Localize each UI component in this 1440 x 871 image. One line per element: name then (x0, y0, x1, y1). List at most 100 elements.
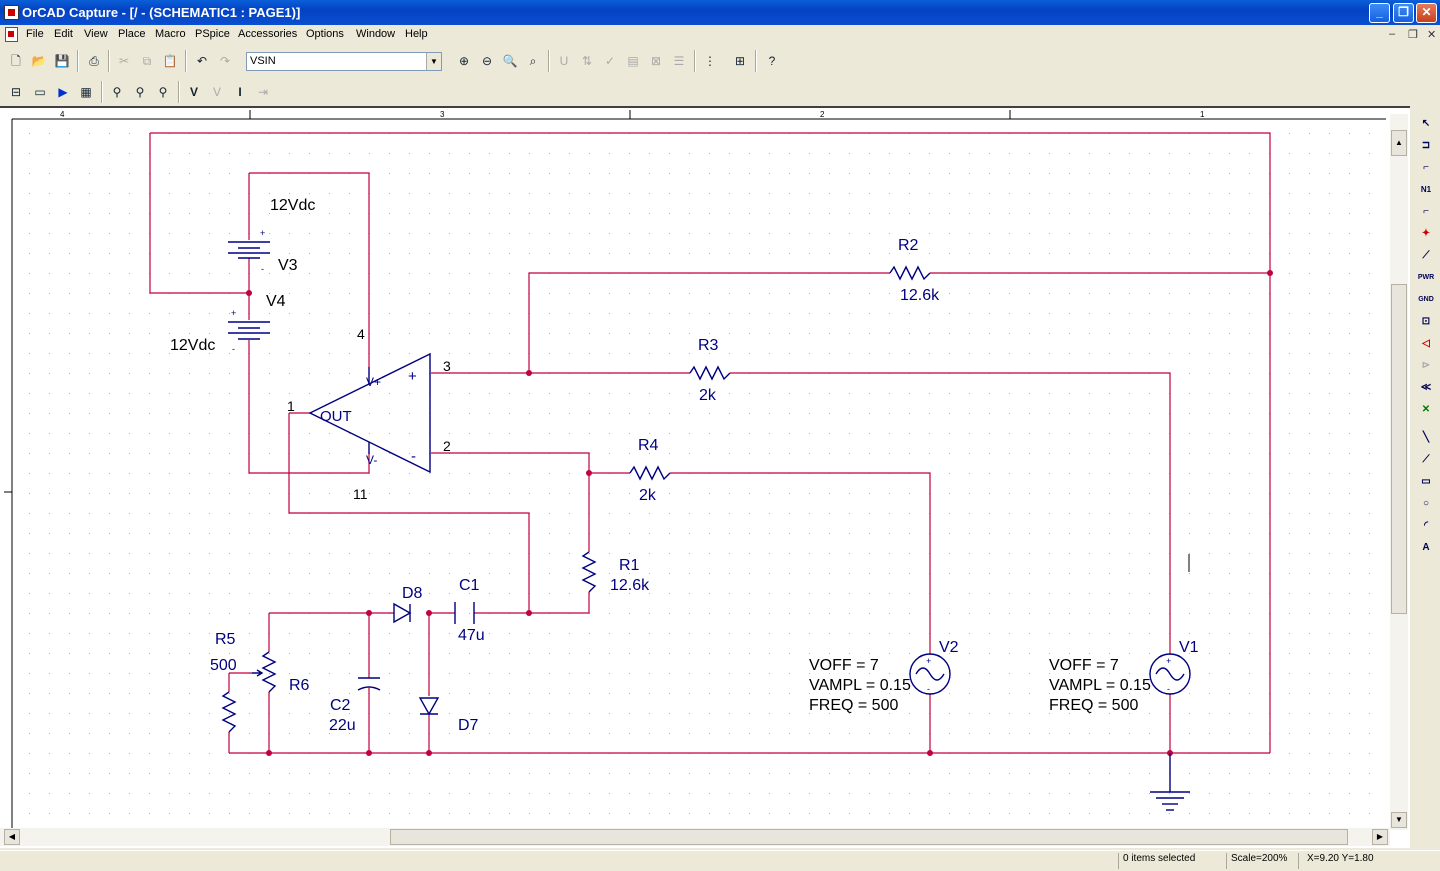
zoom-area-icon[interactable]: 🔍 (502, 54, 518, 68)
place-rectangle-icon[interactable]: ▭ (1421, 476, 1431, 487)
zoom-in-icon[interactable]: ⊕ (458, 54, 470, 68)
horizontal-scrollbar[interactable]: ◀ ▶ (0, 828, 1390, 846)
select-icon[interactable]: ↖ (1421, 118, 1431, 129)
part-combo[interactable]: VSIN ▼ (246, 52, 442, 71)
menu-window[interactable]: Window (356, 28, 396, 40)
separator (755, 50, 757, 72)
menu-pspice[interactable]: PSpice (195, 28, 230, 40)
menu-file[interactable]: File (26, 28, 44, 40)
place-wire-icon[interactable]: ⌐ (1423, 162, 1429, 173)
r4-ref: R4 (638, 437, 659, 454)
opamp-pin-out: 1 (287, 398, 295, 414)
cross-reference-icon[interactable]: ⊠ (650, 54, 662, 68)
schematic-canvas[interactable]: 4 3 2 1 (0, 106, 1410, 848)
v2-vampl: VAMPL = 0.15 (809, 677, 911, 694)
place-ellipse-icon[interactable]: ○ (1422, 498, 1430, 509)
parts[interactable] (221, 241, 1191, 811)
place-power-icon[interactable]: PWR (1417, 274, 1435, 281)
place-polyline-icon[interactable]: ⟋ (1422, 454, 1430, 465)
edit-simulation-settings-icon[interactable]: ▭ (34, 85, 46, 99)
zoom-out-icon[interactable]: ⊖ (481, 54, 493, 68)
bias-voltage-selected-icon[interactable]: V (212, 85, 221, 99)
open-icon[interactable]: 📂 (31, 54, 47, 68)
ruler-label: 4 (60, 110, 65, 119)
menu-bar: File Edit View Place Macro PSpice Access… (0, 25, 1440, 45)
mdi-close-icon[interactable]: ✕ (1427, 29, 1437, 41)
scroll-right-icon[interactable]: ▶ (1372, 829, 1388, 845)
print-icon[interactable]: ⎙ (89, 54, 99, 68)
cut-icon[interactable]: ✂ (118, 54, 130, 68)
horizontal-scroll-thumb[interactable] (390, 829, 1348, 845)
voltage-marker-icon[interactable]: ⚲ (112, 85, 122, 99)
mdi-minimize-icon[interactable]: – (1389, 28, 1396, 40)
netlist-icon[interactable]: ▤ (627, 54, 639, 68)
copy-icon[interactable]: ⧉ (142, 54, 152, 68)
help-icon[interactable]: ? (768, 54, 776, 68)
place-pin-icon[interactable]: ⊳ (1421, 360, 1431, 371)
menu-edit[interactable]: Edit (54, 28, 73, 40)
menu-macro[interactable]: Macro (155, 28, 186, 40)
place-no-connect-icon[interactable]: ✕ (1421, 404, 1431, 415)
place-port-icon[interactable]: ◁ (1422, 338, 1430, 349)
r4-value: 2k (639, 487, 657, 504)
draw-palette: ↖ ⊐ ⌐ N1 ⌐ ✦ ⟋ PWR GND ⊡ ◁ ⊳ ≪ ✕ ╲ ⟋ ▭ ○… (1412, 110, 1440, 565)
wires[interactable] (149, 132, 1271, 754)
place-text-icon[interactable]: A (1422, 542, 1430, 553)
minimize-button[interactable]: _ (1369, 3, 1390, 23)
bias-power-icon[interactable]: ⇥ (257, 85, 269, 99)
vertical-scrollbar[interactable]: ▲ ▼ (1390, 114, 1408, 830)
undo-icon[interactable]: ↶ (196, 54, 208, 68)
run-icon[interactable]: ▶ (58, 85, 68, 99)
zoom-all-icon[interactable]: ⌕ (529, 54, 537, 68)
place-arc-icon[interactable]: ◜ (1424, 520, 1428, 531)
place-hierarchical-block-icon[interactable]: ⊡ (1421, 316, 1431, 327)
snap-to-grid-icon[interactable]: ⋮ (704, 54, 716, 68)
current-marker-icon[interactable]: ⚲ (135, 85, 145, 99)
place-part-icon[interactable]: ⊐ (1421, 140, 1431, 151)
restore-button[interactable]: ❐ (1393, 3, 1414, 23)
place-off-page-connector-icon[interactable]: ≪ (1420, 382, 1432, 393)
schematic-drawing[interactable]: 4 3 2 1 (0, 108, 1410, 848)
place-net-alias-icon[interactable]: N1 (1420, 185, 1432, 194)
drc-icon[interactable]: ✓ (604, 54, 616, 68)
menu-view[interactable]: View (84, 28, 108, 40)
power-marker-icon[interactable]: ⚲ (158, 85, 168, 99)
bias-voltage-icon[interactable]: V (189, 85, 198, 99)
ruler-label: 2 (820, 110, 825, 119)
redo-icon[interactable]: ↷ (219, 54, 231, 68)
new-icon[interactable]: 🗋 (11, 54, 21, 68)
scroll-left-icon[interactable]: ◀ (4, 829, 20, 845)
annotate-icon[interactable]: U (559, 54, 569, 68)
bill-of-materials-icon[interactable]: ☰ (673, 54, 685, 68)
scroll-down-icon[interactable]: ▼ (1391, 812, 1407, 828)
paste-icon[interactable]: 📋 (162, 54, 178, 68)
menu-help[interactable]: Help (405, 28, 428, 40)
menu-accessories[interactable]: Accessories (238, 28, 298, 40)
opamp-vplus: V+ (366, 375, 381, 389)
orcad-app-icon[interactable] (4, 5, 19, 20)
svg-text:-: - (261, 264, 264, 274)
place-line-icon[interactable]: ╲ (1422, 432, 1430, 443)
place-junction-icon[interactable]: ✦ (1421, 228, 1431, 239)
close-button[interactable]: ✕ (1416, 3, 1437, 23)
document-icon[interactable] (5, 27, 18, 42)
bias-current-icon[interactable]: I (238, 85, 242, 99)
mdi-restore-icon[interactable]: ❐ (1408, 29, 1418, 41)
scroll-up-icon[interactable]: ▲ (1391, 130, 1407, 156)
back-annotate-icon[interactable]: ⇅ (581, 54, 593, 68)
place-bus-icon[interactable]: ⌐ (1423, 206, 1429, 217)
menu-place[interactable]: Place (118, 28, 146, 40)
place-bus-entry-icon[interactable]: ⟋ (1422, 250, 1430, 261)
labels: 12Vdc V3 V4 12Vdc 4 11 1 3 2 OUT + - V+ … (170, 197, 1199, 734)
svg-text:+: + (926, 656, 931, 666)
new-simulation-profile-icon[interactable]: ⊟ (10, 85, 22, 99)
view-simulation-results-icon[interactable]: ▦ (80, 85, 92, 99)
separator (185, 50, 187, 72)
separator (101, 81, 103, 103)
chevron-down-icon[interactable]: ▼ (426, 53, 441, 70)
place-ground-icon[interactable]: GND (1418, 296, 1434, 303)
menu-options[interactable]: Options (306, 28, 344, 40)
save-icon[interactable]: 💾 (54, 54, 70, 68)
project-manager-icon[interactable]: ⊞ (734, 54, 746, 68)
vertical-scroll-thumb[interactable] (1391, 284, 1407, 614)
